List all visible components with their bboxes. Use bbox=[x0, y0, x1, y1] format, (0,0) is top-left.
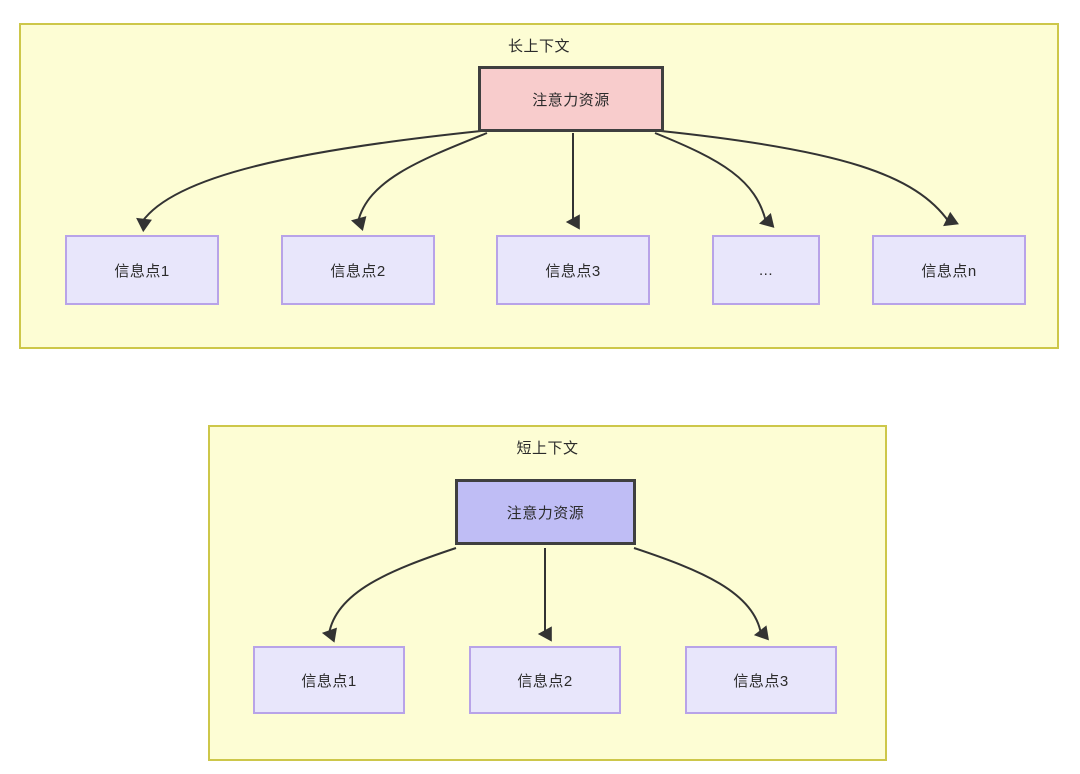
long-context-attention-resource-node[interactable]: 注意力资源 bbox=[478, 66, 664, 132]
long-context-info-point-n[interactable]: 信息点n bbox=[872, 235, 1026, 305]
short-context-attention-resource-node[interactable]: 注意力资源 bbox=[455, 479, 636, 545]
short-context-title: 短上下文 bbox=[516, 440, 579, 457]
long-context-info-point-2[interactable]: 信息点2 bbox=[281, 235, 435, 305]
long-context-title: 长上下文 bbox=[507, 38, 570, 55]
short-context-info-point-1[interactable]: 信息点1 bbox=[253, 646, 405, 714]
short-context-info-point-2[interactable]: 信息点2 bbox=[469, 646, 621, 714]
short-context-info-point-3[interactable]: 信息点3 bbox=[685, 646, 837, 714]
long-context-info-point-3[interactable]: 信息点3 bbox=[496, 235, 650, 305]
long-context-info-point-1[interactable]: 信息点1 bbox=[65, 235, 219, 305]
long-context-info-point-ellipsis[interactable]: ... bbox=[712, 235, 820, 305]
